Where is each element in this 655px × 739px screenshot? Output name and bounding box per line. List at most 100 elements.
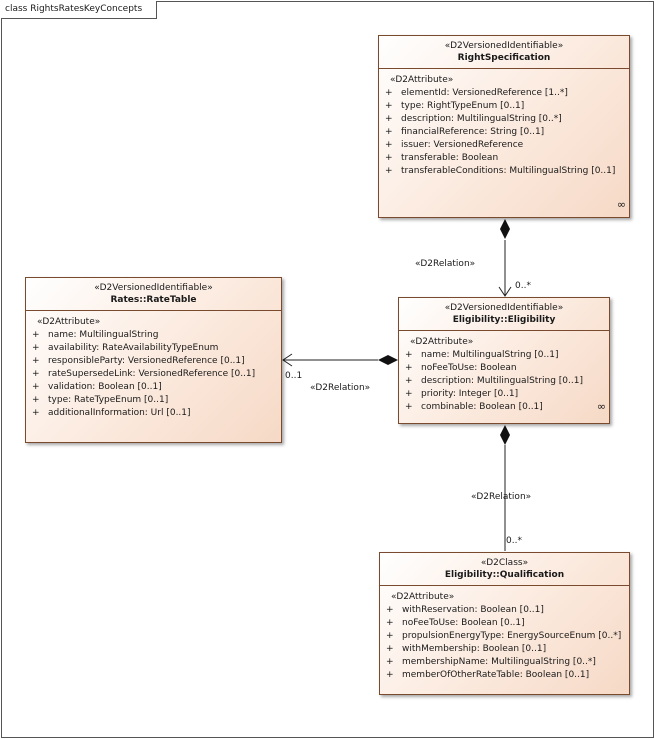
visibility-marker: + bbox=[32, 369, 40, 379]
attribute-stereotype: «D2Attribute» bbox=[410, 337, 474, 347]
attribute-compartment: «D2Attribute» + withReservation: Boolean … bbox=[380, 586, 629, 686]
link-icon: ∞ bbox=[616, 198, 626, 211]
class-header: «D2VersionedIdentifiable» Eligibility::E… bbox=[399, 298, 609, 331]
arrowhead-ratetable bbox=[282, 353, 293, 367]
visibility-marker: + bbox=[32, 395, 40, 405]
attribute-row: + responsibleParty: VersionedReference [0… bbox=[32, 355, 275, 368]
attribute-text: validation: Boolean [0..1] bbox=[48, 382, 162, 392]
class-name: Rates::RateTable bbox=[110, 295, 197, 305]
attribute-row: +validation: Boolean [0..1] bbox=[32, 381, 275, 394]
class-qualification[interactable]: «D2Class» Eligibility::Qualification «D2… bbox=[379, 552, 630, 695]
attribute-row: + type: RightTypeEnum [0..1] bbox=[385, 100, 623, 113]
attribute-stereotype: «D2Attribute» bbox=[391, 592, 455, 602]
visibility-marker: + bbox=[405, 402, 413, 412]
attribute-text: membershipName: MultilingualString [0..*… bbox=[402, 657, 596, 667]
attribute-row: + availability: RateAvailabilityTypeEnum bbox=[32, 342, 275, 355]
visibility-marker: + bbox=[32, 343, 40, 353]
multiplicity-rightspec-eligibility: 0..* bbox=[515, 281, 531, 291]
attribute-text: transferableConditions: MultilingualStri… bbox=[401, 166, 616, 176]
attribute-stereotype: «D2Attribute» bbox=[37, 317, 101, 327]
class-header: «D2Class» Eligibility::Qualification bbox=[380, 553, 629, 586]
attribute-row: + description: MultilingualString [0..1] bbox=[405, 375, 603, 388]
attribute-text: issuer: VersionedReference bbox=[401, 140, 524, 150]
visibility-marker: + bbox=[386, 618, 394, 628]
attribute-text: availability: RateAvailabilityTypeEnum bbox=[48, 343, 219, 353]
visibility-marker: + bbox=[385, 153, 393, 163]
attribute-text: priority: Integer [0..1] bbox=[421, 389, 519, 399]
visibility-marker: + bbox=[405, 376, 413, 386]
attribute-row: + memberOfOtherRateTable: Boolean [0..1] bbox=[386, 669, 623, 682]
class-name: Eligibility::Qualification bbox=[444, 570, 565, 580]
attribute-row: + financialReference: String [0..1] bbox=[385, 126, 623, 139]
attribute-row: + rateSupersedeLink: VersionedReference [… bbox=[32, 368, 275, 381]
attribute-text: rateSupersedeLink: VersionedReference [0… bbox=[48, 369, 256, 379]
relation-label-eligibility-ratetable: «D2Relation» bbox=[310, 383, 371, 393]
attribute-text: withReservation: Boolean [0..1] bbox=[402, 605, 544, 615]
attribute-text: description: MultilingualString [0..1] bbox=[421, 376, 583, 386]
link-icon: ∞ bbox=[596, 400, 606, 413]
visibility-marker: + bbox=[385, 114, 393, 124]
attribute-text: combinable: Boolean [0..1] bbox=[421, 402, 543, 412]
attribute-row: + withReservation: Boolean [0..1] bbox=[386, 604, 623, 617]
class-eligibility[interactable]: «D2VersionedIdentifiable» Eligibility::E… bbox=[398, 297, 610, 424]
visibility-marker: + bbox=[385, 101, 393, 111]
attribute-text: description: MultilingualString [0..*] bbox=[401, 114, 562, 124]
arrowhead-eligibility-top bbox=[498, 286, 512, 297]
visibility-marker: + bbox=[386, 605, 394, 615]
attribute-row: +noFeeToUse: Boolean bbox=[405, 362, 603, 375]
visibility-marker: + bbox=[32, 408, 40, 418]
attribute-row: +type: RateTypeEnum [0..1] bbox=[32, 394, 275, 407]
attribute-row: + combinable: Boolean [0..1] bbox=[405, 401, 603, 414]
attribute-text: additionalInformation: Url [0..1] bbox=[48, 408, 191, 418]
visibility-marker: + bbox=[386, 657, 394, 667]
attribute-compartment: «D2Attribute» +name: MultilingualString+… bbox=[26, 311, 281, 424]
attribute-row: + issuer: VersionedReference bbox=[385, 139, 623, 152]
attribute-stereotype: «D2Attribute» bbox=[390, 75, 454, 85]
attribute-text: elementId: VersionedReference [1..*] bbox=[401, 88, 568, 98]
attribute-text: propulsionEnergyType: EnergySourceEnum [… bbox=[402, 631, 622, 641]
attribute-text: financialReference: String [0..1] bbox=[401, 127, 545, 137]
attribute-row: + name: MultilingualString [0..1] bbox=[405, 349, 603, 362]
class-name: Eligibility::Eligibility bbox=[452, 315, 556, 325]
multiplicity-eligibility-qualification: 0..* bbox=[506, 536, 522, 546]
class-stereotype: «D2VersionedIdentifiable» bbox=[444, 303, 564, 313]
visibility-marker: + bbox=[386, 670, 394, 680]
visibility-marker: + bbox=[32, 356, 40, 366]
class-header: «D2VersionedIdentifiable» Rates::RateTab… bbox=[26, 278, 281, 311]
attribute-compartment: «D2Attribute» +elementId: VersionedRefer… bbox=[379, 69, 629, 182]
attribute-text: name: MultilingualString [0..1] bbox=[421, 350, 559, 360]
visibility-marker: + bbox=[405, 350, 413, 360]
composition-diamond-eligibility-bottom bbox=[500, 425, 510, 445]
visibility-marker: + bbox=[32, 330, 40, 340]
attribute-row: + priority: Integer [0..1] bbox=[405, 388, 603, 401]
relation-label-eligibility-qualification: «D2Relation» bbox=[471, 492, 532, 502]
attribute-row: +transferable: Boolean bbox=[385, 152, 623, 165]
class-right-specification[interactable]: «D2VersionedIdentifiable» RightSpecifica… bbox=[378, 35, 630, 218]
attribute-row: + membershipName: MultilingualString [0..… bbox=[386, 656, 623, 669]
visibility-marker: + bbox=[385, 166, 393, 176]
attribute-text: name: MultilingualString bbox=[48, 330, 159, 340]
attribute-row: + withMembership: Boolean [0..1] bbox=[386, 643, 623, 656]
class-stereotype: «D2VersionedIdentifiable» bbox=[444, 41, 564, 51]
visibility-marker: + bbox=[386, 644, 394, 654]
attribute-row: + description: MultilingualString [0..*] bbox=[385, 113, 623, 126]
composition-diamond-eligibility-left bbox=[378, 355, 398, 365]
attribute-row: +elementId: VersionedReference [1..*] bbox=[385, 87, 623, 100]
attribute-text: withMembership: Boolean [0..1] bbox=[402, 644, 547, 654]
visibility-marker: + bbox=[405, 389, 413, 399]
visibility-marker: + bbox=[385, 127, 393, 137]
attribute-text: noFeeToUse: Boolean bbox=[421, 363, 517, 373]
attribute-row: + name: MultilingualString bbox=[32, 329, 275, 342]
attribute-text: type: RightTypeEnum [0..1] bbox=[401, 101, 525, 111]
attribute-text: memberOfOtherRateTable: Boolean [0..1] bbox=[402, 670, 590, 680]
visibility-marker: + bbox=[385, 140, 393, 150]
attribute-text: responsibleParty: VersionedReference [0.… bbox=[48, 356, 245, 366]
attribute-compartment: «D2Attribute» + name: MultilingualString … bbox=[399, 331, 609, 418]
class-name: RightSpecification bbox=[457, 53, 551, 63]
class-rate-table[interactable]: «D2VersionedIdentifiable» Rates::RateTab… bbox=[25, 277, 282, 443]
visibility-marker: + bbox=[386, 631, 394, 641]
attribute-row: + transferableConditions: MultilingualStr… bbox=[385, 165, 623, 178]
attribute-text: noFeeToUse: Boolean [0..1] bbox=[402, 618, 525, 628]
